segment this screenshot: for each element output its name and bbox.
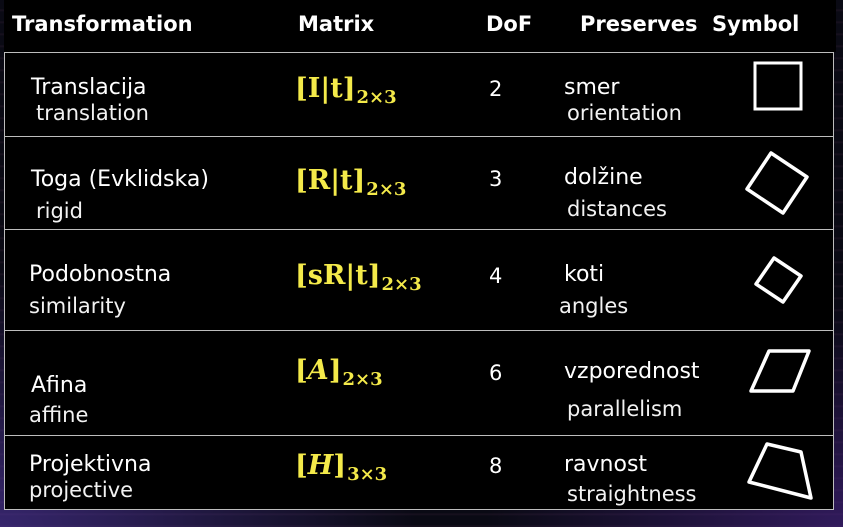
transformation-name-en: similarity [29,294,126,318]
table-row: Podobnostna similarity [sR|t]2×3 4 koti … [5,230,833,331]
parallelogram-icon [745,345,815,401]
square-icon [751,59,807,115]
transformation-name-en: translation [36,101,149,125]
preserves-en: straightness [567,482,697,506]
dof-value: 2 [489,77,503,101]
table-row: Projektivna projective [H]3×3 8 ravnost … [5,436,833,509]
dof-value: 3 [489,167,503,191]
rotated-square-icon [739,147,813,221]
header-preserves: Preserves [580,12,698,36]
table-header: Transformation Matrix DoF Preserves Symb… [4,0,836,52]
dof-value: 8 [489,454,503,478]
matrix-expression: [I|t]2×3 [295,73,397,108]
matrix-expression: [A]2×3 [295,355,383,390]
matrix-expression: [R|t]2×3 [295,165,407,200]
preserves-sl: ravnost [564,452,648,477]
preserves-en: distances [567,197,667,221]
transformation-name-sl: Translacija [31,75,147,100]
preserves-en: parallelism [567,397,683,421]
small-rotated-square-icon [749,252,807,310]
transformation-name-en: projective [29,478,134,502]
table-row: Toga (Evklidska) rigid [R|t]2×3 3 dolžin… [5,137,833,230]
preserves-sl: vzporednost [564,359,700,384]
dof-value: 4 [489,264,503,288]
header-symbol: Symbol [712,12,800,36]
preserves-sl: koti [564,262,605,287]
transformation-name-sl: Toga (Evklidska) [31,167,209,192]
header-transformation: Transformation [12,12,193,36]
header-matrix: Matrix [298,12,375,36]
transformation-name-sl: Afina [31,373,88,398]
transformation-name-sl: Podobnostna [29,262,172,287]
matrix-expression: [sR|t]2×3 [295,260,422,295]
header-dof: DoF [486,12,533,36]
table-row: Afina affine [A]2×3 6 vzporednost parall… [5,331,833,436]
matrix-expression: [H]3×3 [295,450,388,485]
preserves-en: angles [559,294,629,318]
preserves-en: orientation [567,101,682,125]
quadrilateral-icon [743,438,817,504]
preserves-sl: smer [564,75,620,100]
transformation-name-sl: Projektivna [29,452,152,477]
transformation-name-en: affine [29,403,89,427]
table-row: Translacija translation [I|t]2×3 2 smer … [5,53,833,137]
transformation-name-en: rigid [36,199,83,223]
transformations-table: Translacija translation [I|t]2×3 2 smer … [4,52,834,510]
dof-value: 6 [489,361,503,385]
preserves-sl: dolžine [564,165,643,190]
